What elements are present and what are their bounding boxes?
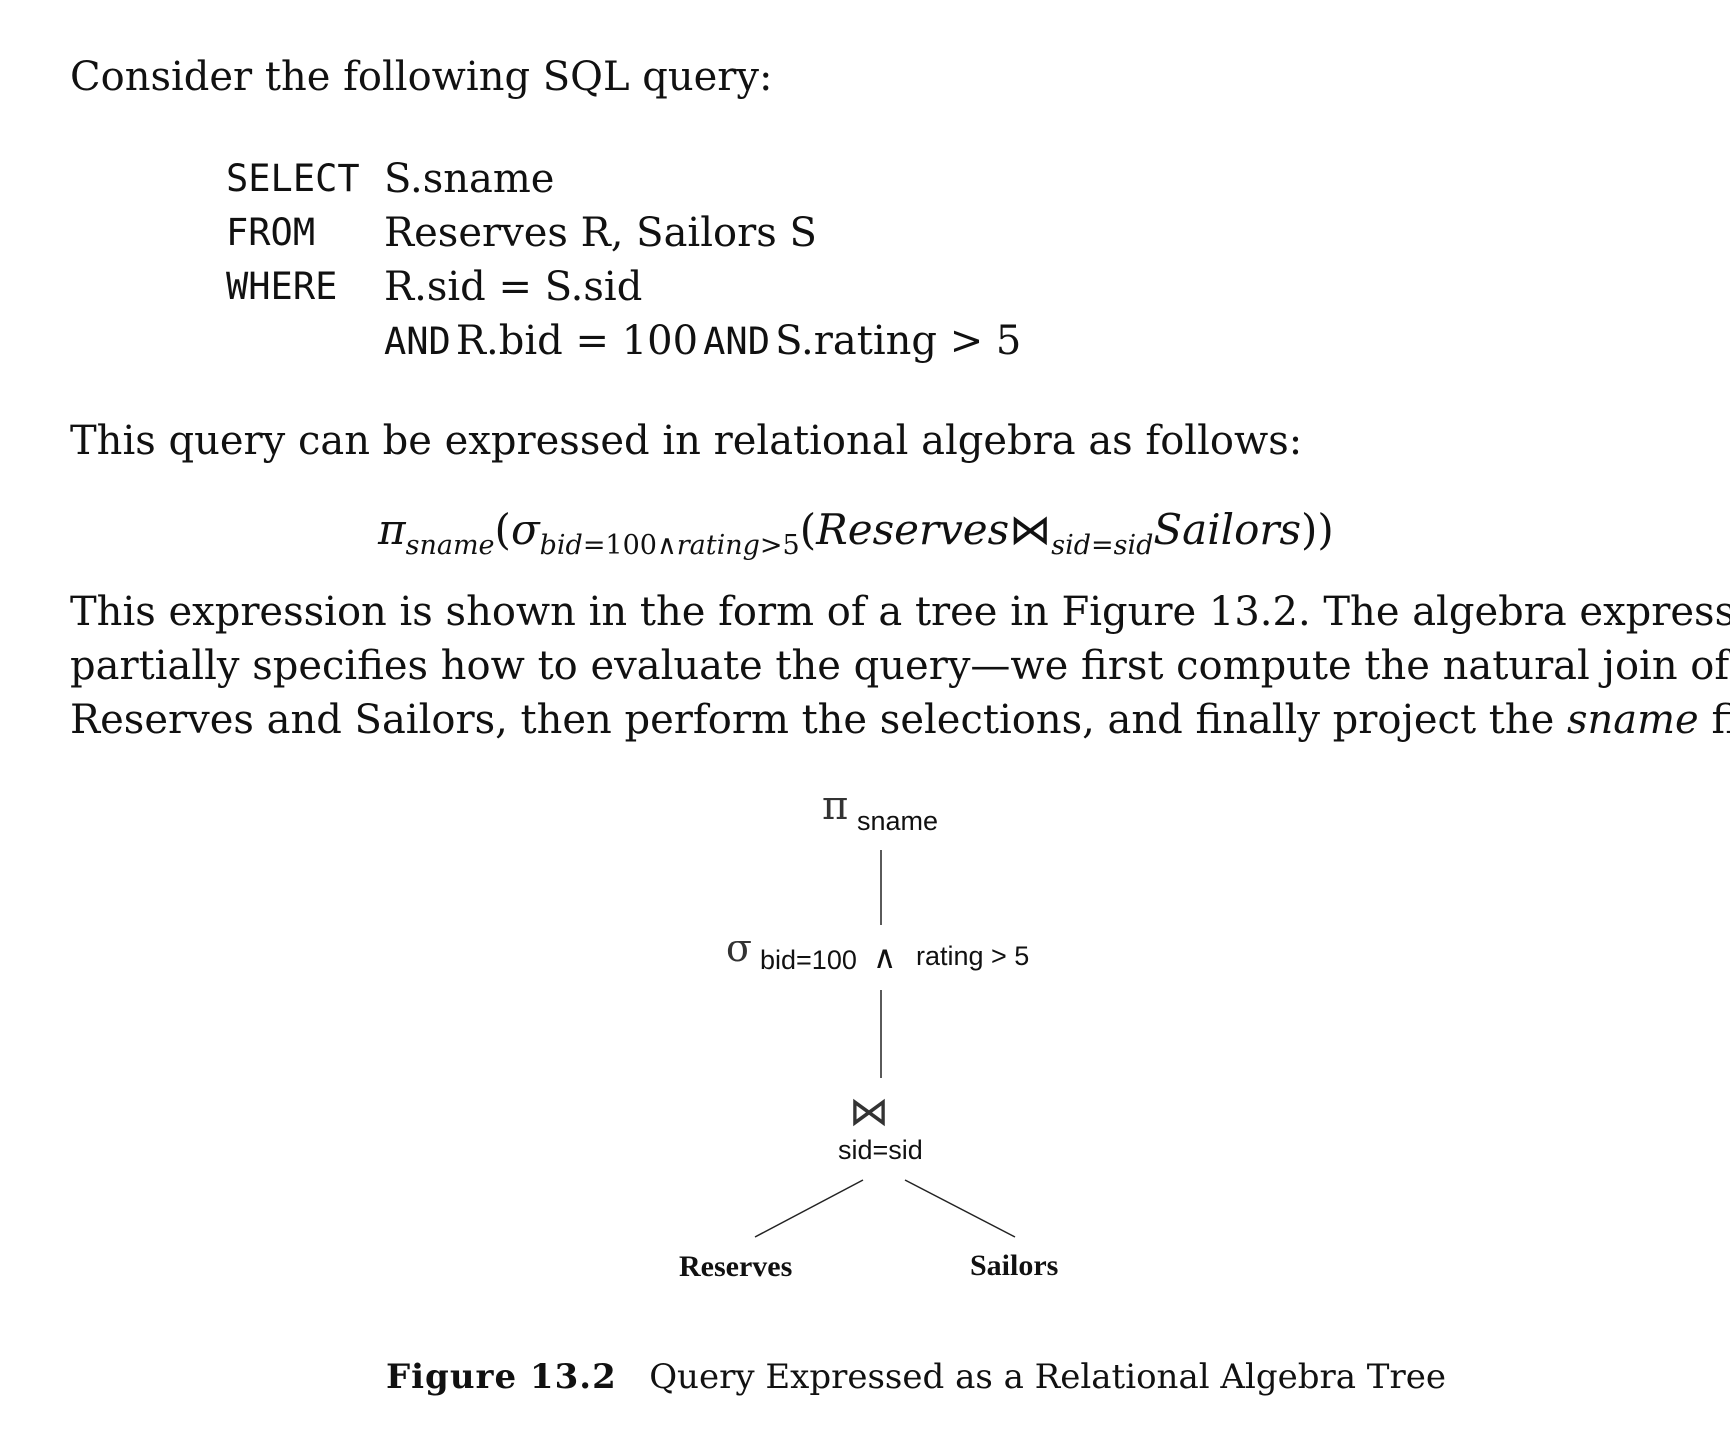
explanation-line-2: partially specifies how to evaluate the … bbox=[70, 643, 1730, 689]
intro-text: Consider the following SQL query: bbox=[70, 54, 773, 100]
explanation-line-3-b: field. bbox=[1711, 697, 1730, 743]
tree-join-label: sid=sid bbox=[838, 1135, 923, 1165]
sql-select-value: S.sname bbox=[384, 156, 555, 202]
tree-sigma-left-label: bid=100 bbox=[760, 945, 857, 975]
edge-join-sailors bbox=[904, 1179, 1016, 1238]
figure-caption: Figure 13.2 Query Expressed as a Relatio… bbox=[386, 1357, 1446, 1397]
sql-and-line: AND R.bid = 100 AND S.rating > 5 bbox=[384, 314, 1021, 369]
edge-join-reserves bbox=[754, 1179, 864, 1238]
tree-pi-icon: π bbox=[822, 783, 849, 829]
algebra-intro-text: This query can be expressed in relationa… bbox=[70, 418, 1303, 464]
formula-sigma-sub-eq: =100∧ bbox=[582, 530, 677, 561]
explanation-line-3: Reserves and Sailors, then perform the s… bbox=[70, 693, 1730, 747]
sql-from-value: Reserves R, Sailors S bbox=[384, 210, 817, 256]
tree-sigma-icon: σ bbox=[726, 926, 752, 970]
explanation-line-1: This expression is shown in the form of … bbox=[70, 589, 1730, 635]
sql-and-value-2: S.rating > 5 bbox=[775, 318, 1022, 364]
figure-caption-text: Query Expressed as a Relational Algebra … bbox=[649, 1357, 1446, 1397]
formula-pi-symbol: π bbox=[378, 505, 406, 554]
tree-pi-label: sname bbox=[857, 806, 939, 836]
tree-join-icon: ⋈ bbox=[849, 1089, 889, 1135]
formula-paren-close: )) bbox=[1301, 505, 1334, 554]
formula-reserves: Reserves bbox=[816, 505, 1010, 554]
tree-sigma-right-label: rating > 5 bbox=[916, 941, 1030, 971]
formula-pi-subscript: sname bbox=[405, 530, 495, 561]
figure-caption-label: Figure 13.2 bbox=[386, 1357, 617, 1397]
sql-where-value: R.sid = S.sid bbox=[384, 264, 643, 310]
explanation-sname-emphasis: sname bbox=[1566, 697, 1699, 743]
explanation-line-3-a: Reserves and Sailors, then perform the s… bbox=[70, 697, 1555, 743]
tree-and-icon: ∧ bbox=[873, 939, 897, 975]
sql-from-keyword: FROM bbox=[226, 211, 316, 254]
formula-sigma-sub-bid: bid bbox=[539, 530, 583, 561]
sql-select-keyword: SELECT bbox=[226, 157, 360, 200]
formula-sigma-symbol: σ bbox=[510, 505, 540, 554]
formula-sigma-sub-rating: rating bbox=[676, 530, 760, 561]
sql-where-keyword: WHERE bbox=[226, 265, 338, 308]
relational-algebra-formula: πsname(σbid=100∧rating>5(Reserves⋈sid=si… bbox=[378, 500, 1334, 576]
formula-join-subscript: sid=sid bbox=[1051, 530, 1154, 561]
sql-and-value-1: R.bid = 100 bbox=[455, 318, 699, 364]
formula-paren-open-2: ( bbox=[799, 505, 817, 554]
sql-and-keyword-2: AND bbox=[703, 320, 770, 363]
tree-leaf-reserves: Reserves bbox=[679, 1250, 793, 1283]
sql-and-keyword-1: AND bbox=[384, 320, 451, 363]
formula-paren-open-1: ( bbox=[494, 505, 511, 554]
formula-sailors: Sailors bbox=[1153, 505, 1302, 554]
formula-join-symbol: ⋈ bbox=[1009, 505, 1052, 554]
formula-sigma-sub-gt: >5 bbox=[759, 530, 800, 561]
tree-leaf-sailors: Sailors bbox=[970, 1249, 1059, 1282]
